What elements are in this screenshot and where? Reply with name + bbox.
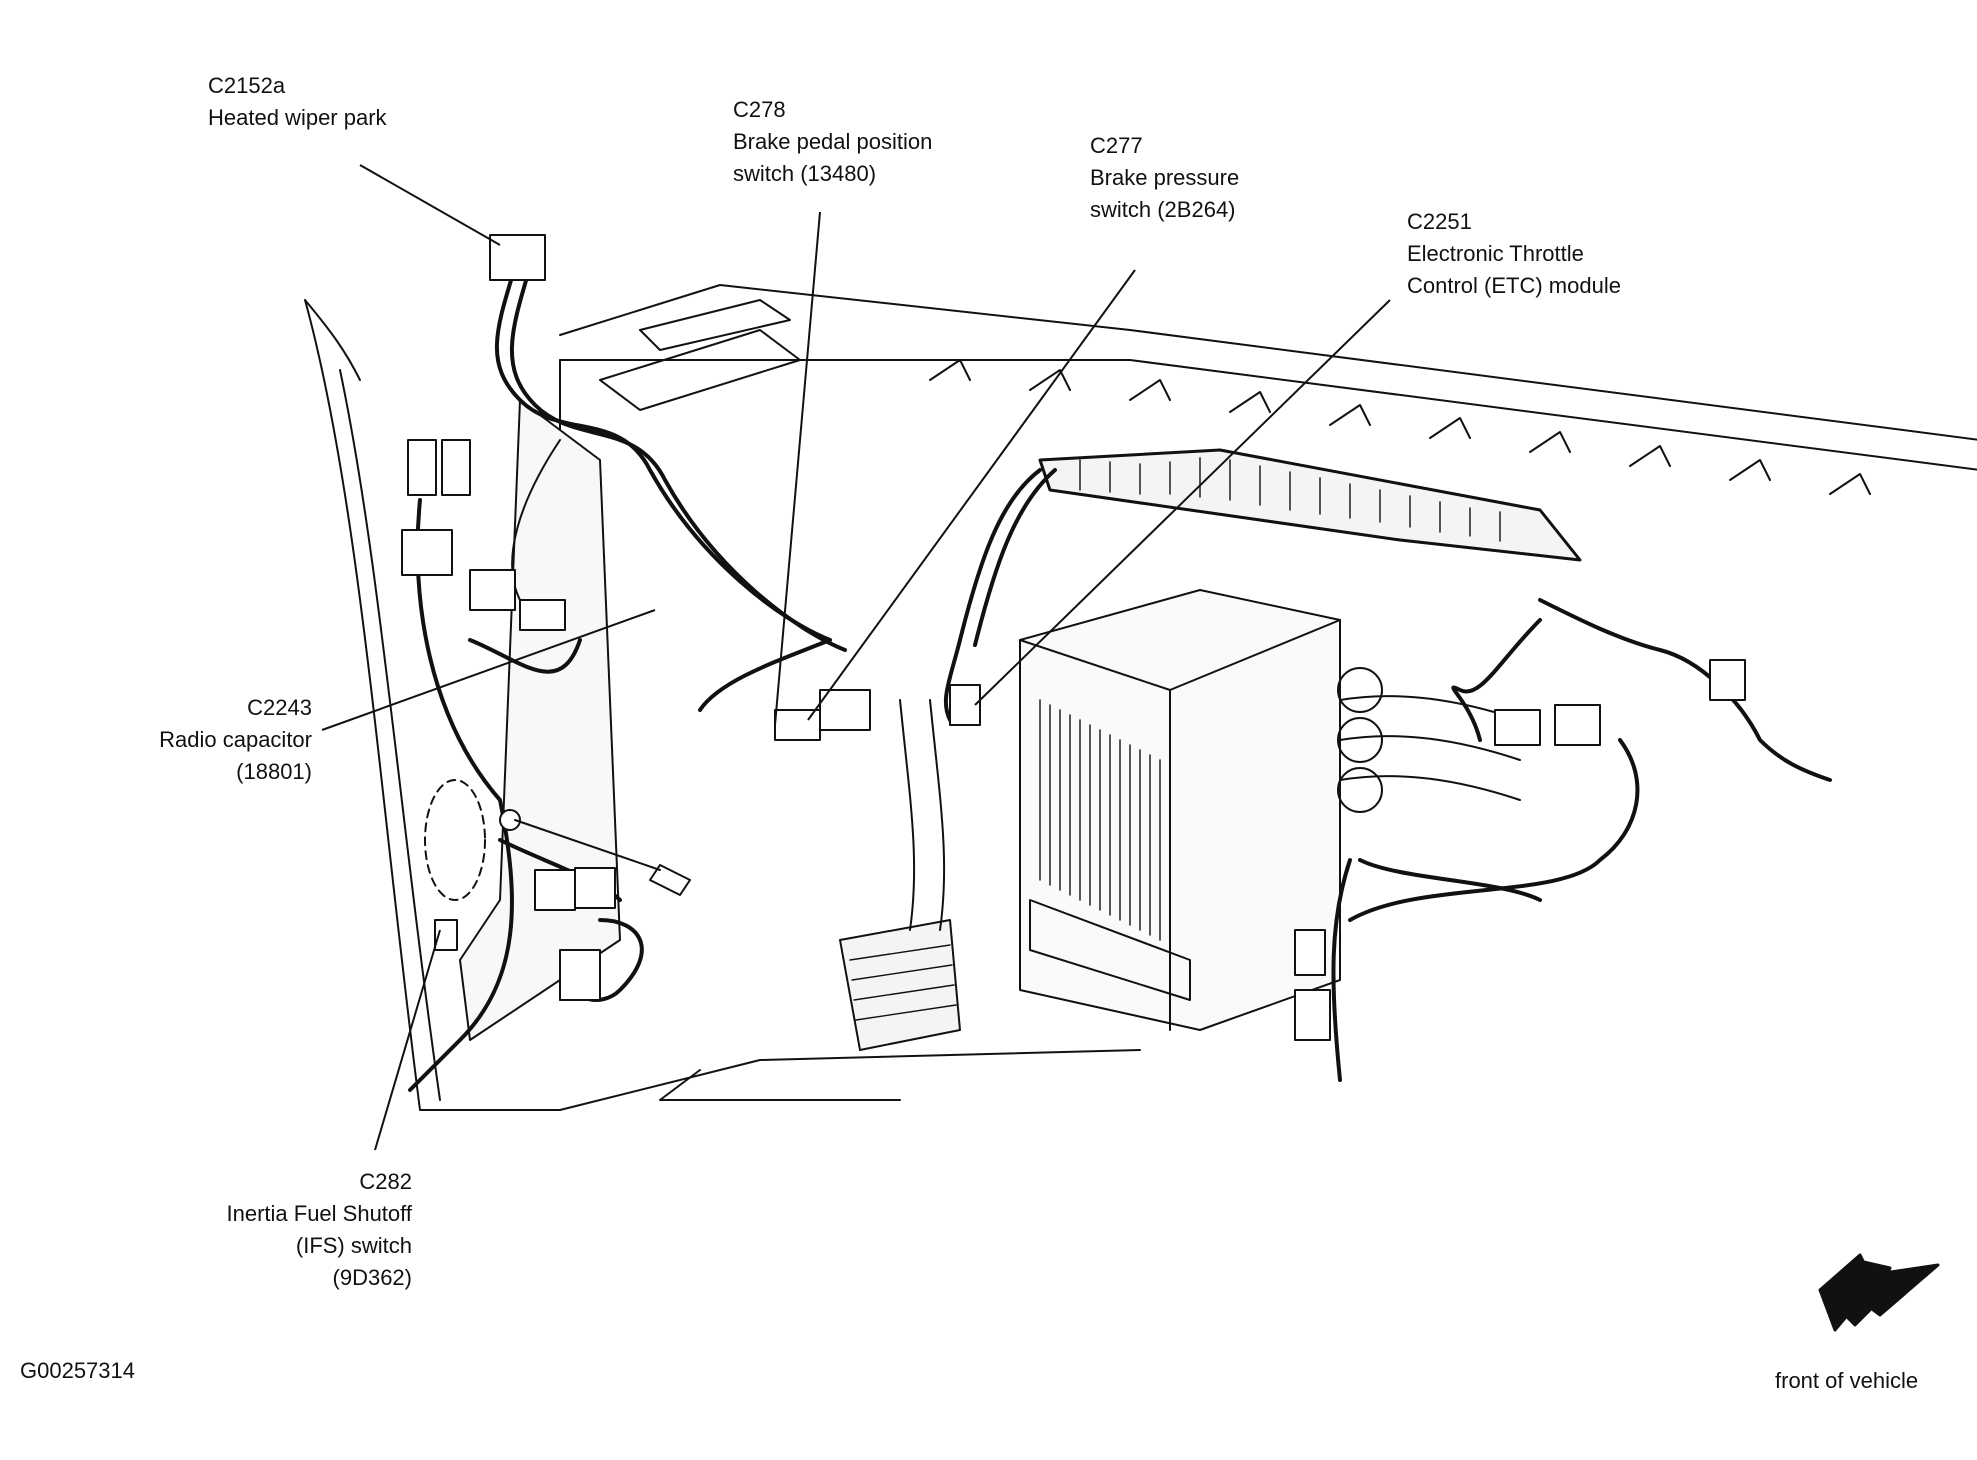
label-c2243-code: C2243 xyxy=(247,695,312,720)
label-c282-code: C282 xyxy=(359,1169,412,1194)
label-c282-desc3: (9D362) xyxy=(332,1265,412,1290)
label-c282-desc2: (IFS) switch xyxy=(295,1233,412,1258)
ground-bolt xyxy=(499,809,691,896)
steering-bracket-outline xyxy=(459,399,621,1041)
connectors xyxy=(401,234,1746,1041)
label-c2152a-desc: Heated wiper park xyxy=(208,105,387,130)
leader-c2152a xyxy=(359,164,501,246)
label-c278-desc2: switch (13480) xyxy=(733,161,877,186)
label-c2251-desc1: Electronic Throttle xyxy=(1407,241,1584,266)
harness-left-branch xyxy=(494,248,1057,722)
leader-c277 xyxy=(807,269,1136,721)
a-pillar-outline xyxy=(304,299,561,1111)
label-c2251-desc2: Control (ETC) module xyxy=(1407,273,1621,298)
brake-pedal-outline xyxy=(839,919,961,1051)
label-c277-desc2: switch (2B264) xyxy=(1090,197,1236,222)
duct-box-outline xyxy=(1019,589,1341,1031)
label-c277-code: C277 xyxy=(1090,133,1143,158)
duct-box-grille xyxy=(1039,699,1161,941)
figure-id: G00257314 xyxy=(20,1358,135,1383)
leader-c2251 xyxy=(974,299,1391,706)
label-c2251-code: C2251 xyxy=(1407,209,1472,234)
leader-c2243 xyxy=(321,609,656,731)
dash-panel-outline xyxy=(559,284,1977,441)
label-c278-desc1: Brake pedal position xyxy=(733,129,933,154)
leader-lines xyxy=(321,164,1391,1151)
harness-right-branch xyxy=(1331,598,1832,1082)
label-c278-code: C278 xyxy=(733,97,786,122)
label-c2243-desc2: (18801) xyxy=(236,759,312,784)
label-c2243: C2243 Radio capacitor (18801) xyxy=(159,692,312,788)
label-c277-desc1: Brake pressure xyxy=(1090,165,1240,190)
label-c277: C277 Brake pressure switch (2B264) xyxy=(1090,130,1239,226)
leader-c282 xyxy=(374,929,441,1151)
main-harness xyxy=(1038,448,1582,562)
label-c2152a-code: C2152a xyxy=(208,73,286,98)
label-c282-desc1: Inertia Fuel Shutoff xyxy=(226,1201,413,1226)
label-c278: C278 Brake pedal position switch (13480) xyxy=(733,94,932,190)
leader-c278 xyxy=(774,211,821,726)
label-c2243-desc1: Radio capacitor xyxy=(159,727,312,752)
label-c2251: C2251 Electronic Throttle Control (ETC) … xyxy=(1407,206,1621,302)
front-of-vehicle-label: front of vehicle xyxy=(1775,1368,1919,1393)
label-c2152a: C2152a Heated wiper park xyxy=(208,70,387,134)
label-c282: C282 Inertia Fuel Shutoff (IFS) switch (… xyxy=(227,1166,413,1294)
